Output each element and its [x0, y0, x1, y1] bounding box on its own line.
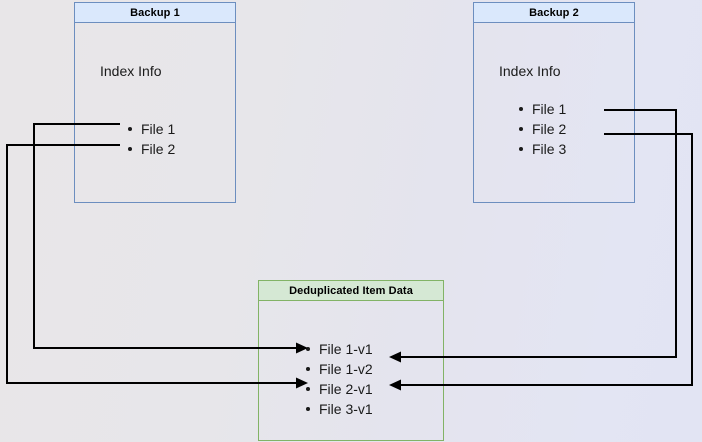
dedup-file-item[interactable]: File 2-v1 [306, 379, 373, 399]
backup-2-file-item[interactable]: File 1 [519, 99, 566, 119]
backup-1-file-list: File 1 File 2 [128, 119, 175, 159]
deduplicated-file-list: File 1-v1 File 1-v2 File 2-v1 File 3-v1 [306, 339, 373, 419]
backup-2-index-info-label: Index Info [499, 63, 561, 79]
backup-2-file-list: File 1 File 2 File 3 [519, 99, 566, 159]
backup-2-file-item[interactable]: File 3 [519, 139, 566, 159]
backup-1-header-label: Backup 1 [75, 3, 235, 23]
deduplicated-item-data-header-label: Deduplicated Item Data [259, 281, 443, 301]
backup-2-file-item[interactable]: File 2 [519, 119, 566, 139]
dedup-file-item[interactable]: File 1-v2 [306, 359, 373, 379]
dedup-file-item[interactable]: File 1-v1 [306, 339, 373, 359]
backup-2-header-label: Backup 2 [474, 3, 634, 23]
backup-1-index-info-label: Index Info [100, 63, 162, 79]
dedup-file-item[interactable]: File 3-v1 [306, 399, 373, 419]
backup-1-file-item[interactable]: File 2 [128, 139, 175, 159]
deduplicated-item-data-box[interactable]: Deduplicated Item Data File 1-v1 File 1-… [258, 280, 444, 441]
backup-1-box[interactable]: Backup 1 Index Info File 1 File 2 [74, 2, 236, 203]
backup-2-box[interactable]: Backup 2 Index Info File 1 File 2 File 3 [473, 2, 635, 203]
backup-1-file-item[interactable]: File 1 [128, 119, 175, 139]
